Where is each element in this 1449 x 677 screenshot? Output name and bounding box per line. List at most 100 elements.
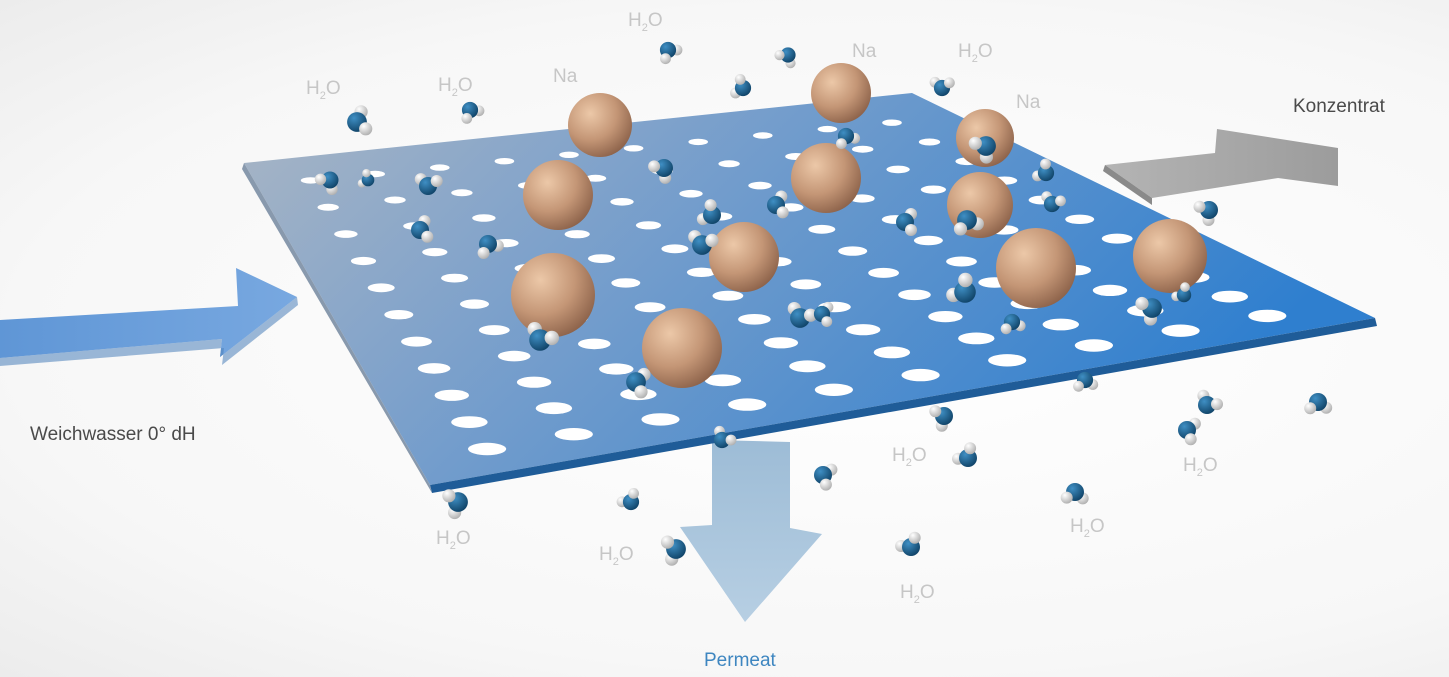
membrane-pore: [790, 279, 822, 290]
membrane-pore: [441, 273, 469, 283]
feed-label: Weichwasser 0° dH: [30, 424, 196, 445]
membrane-pore: [958, 332, 995, 345]
sodium-ion: [1133, 219, 1207, 293]
membrane-pore: [868, 267, 899, 278]
membrane-pore: [610, 198, 634, 206]
membrane-pore: [817, 125, 838, 133]
water-molecule: [347, 105, 373, 136]
water-molecule: [946, 272, 976, 303]
feed-arrow: [0, 268, 298, 366]
membrane-pore: [886, 165, 910, 174]
membrane-pore: [988, 354, 1027, 367]
sodium-ion: [523, 160, 593, 230]
membrane-pore: [451, 416, 488, 428]
membrane-pore: [901, 368, 940, 382]
membrane-pore: [584, 174, 607, 182]
membrane-pore: [384, 310, 414, 320]
membrane-pore: [334, 230, 358, 238]
water-label: H2O: [892, 445, 927, 469]
membrane-pore: [1248, 309, 1287, 323]
membrane-pore: [852, 145, 874, 153]
membrane-pore: [472, 214, 496, 222]
membrane-pore: [1211, 290, 1249, 303]
water-molecule: [357, 169, 375, 188]
membrane-pore: [718, 160, 740, 168]
membrane-pore: [686, 267, 716, 277]
membrane-pore: [748, 181, 772, 190]
water-label: H2O: [1183, 455, 1218, 479]
membrane-pore: [1161, 324, 1200, 337]
water-molecule: [813, 301, 834, 327]
water-molecule: [1060, 483, 1089, 505]
membrane-pore: [873, 346, 911, 359]
water-label: H2O: [438, 75, 473, 99]
water-molecule: [660, 535, 686, 566]
membrane-pore: [417, 363, 451, 374]
membrane-pore: [384, 196, 406, 204]
water-molecule: [730, 74, 752, 99]
water-molecule: [896, 208, 917, 236]
sodium-ion: [568, 93, 632, 157]
membrane-pore: [451, 189, 473, 197]
water-molecule: [952, 442, 977, 467]
membrane-pore: [350, 256, 377, 266]
water-molecule: [442, 489, 468, 520]
membrane-pore: [688, 138, 708, 146]
sodium-label: Na: [553, 66, 578, 87]
membrane-pore: [838, 246, 868, 256]
membrane-pore: [367, 283, 395, 293]
water-molecule: [314, 171, 339, 195]
membrane-pore: [913, 235, 943, 246]
membrane-pore: [763, 337, 799, 349]
membrane-pore: [928, 311, 963, 323]
membrane-pore: [814, 383, 854, 396]
membrane-pore: [661, 244, 689, 254]
membrane-pore: [559, 151, 579, 158]
water-molecule: [1193, 200, 1218, 226]
membrane-pore: [712, 290, 744, 301]
membrane-pore: [599, 363, 634, 375]
sodium-ion: [511, 253, 595, 337]
membrane-pore: [679, 189, 703, 198]
water-label: H2O: [436, 528, 471, 552]
membrane-pore: [478, 325, 510, 336]
water-molecule: [787, 302, 818, 328]
membrane-pore: [846, 324, 881, 336]
membrane-pore: [882, 119, 902, 126]
permeate-arrow: [680, 440, 822, 622]
sodium-ion: [709, 222, 779, 292]
sodium-label: Na: [852, 41, 877, 62]
membrane-pore: [422, 248, 448, 257]
membrane-pore: [1074, 339, 1113, 352]
water-molecule: [774, 47, 796, 69]
membrane-pore: [430, 164, 450, 171]
membrane-pores: [300, 119, 1287, 456]
sodium-ion: [791, 143, 861, 213]
water-label: H2O: [628, 10, 663, 34]
membrane-pore: [641, 413, 680, 426]
water-molecule: [527, 322, 559, 351]
water-label: H2O: [958, 41, 993, 65]
membrane-pore: [434, 389, 469, 401]
water-molecule: [696, 199, 721, 226]
membrane-pore: [946, 256, 977, 267]
water-molecule: [414, 173, 443, 195]
concentrate-arrow: [1103, 129, 1338, 205]
water-molecule: [713, 425, 737, 449]
membrane-pore: [588, 254, 615, 263]
membrane-pore: [635, 221, 662, 230]
water-molecule: [688, 230, 719, 255]
water-molecule: [1135, 296, 1162, 326]
water-molecule: [1178, 417, 1201, 446]
water-molecule: [648, 159, 673, 184]
membrane-pore: [1065, 214, 1095, 224]
water-molecule: [411, 215, 434, 243]
membrane-pore: [1092, 284, 1128, 296]
water-molecule: [1000, 313, 1026, 335]
water-molecule: [895, 531, 921, 556]
membrane-pore: [918, 138, 941, 146]
water-molecule: [461, 101, 485, 124]
water-molecule: [953, 210, 984, 236]
water-molecule: [1073, 371, 1099, 392]
sodium-ion: [642, 308, 722, 388]
